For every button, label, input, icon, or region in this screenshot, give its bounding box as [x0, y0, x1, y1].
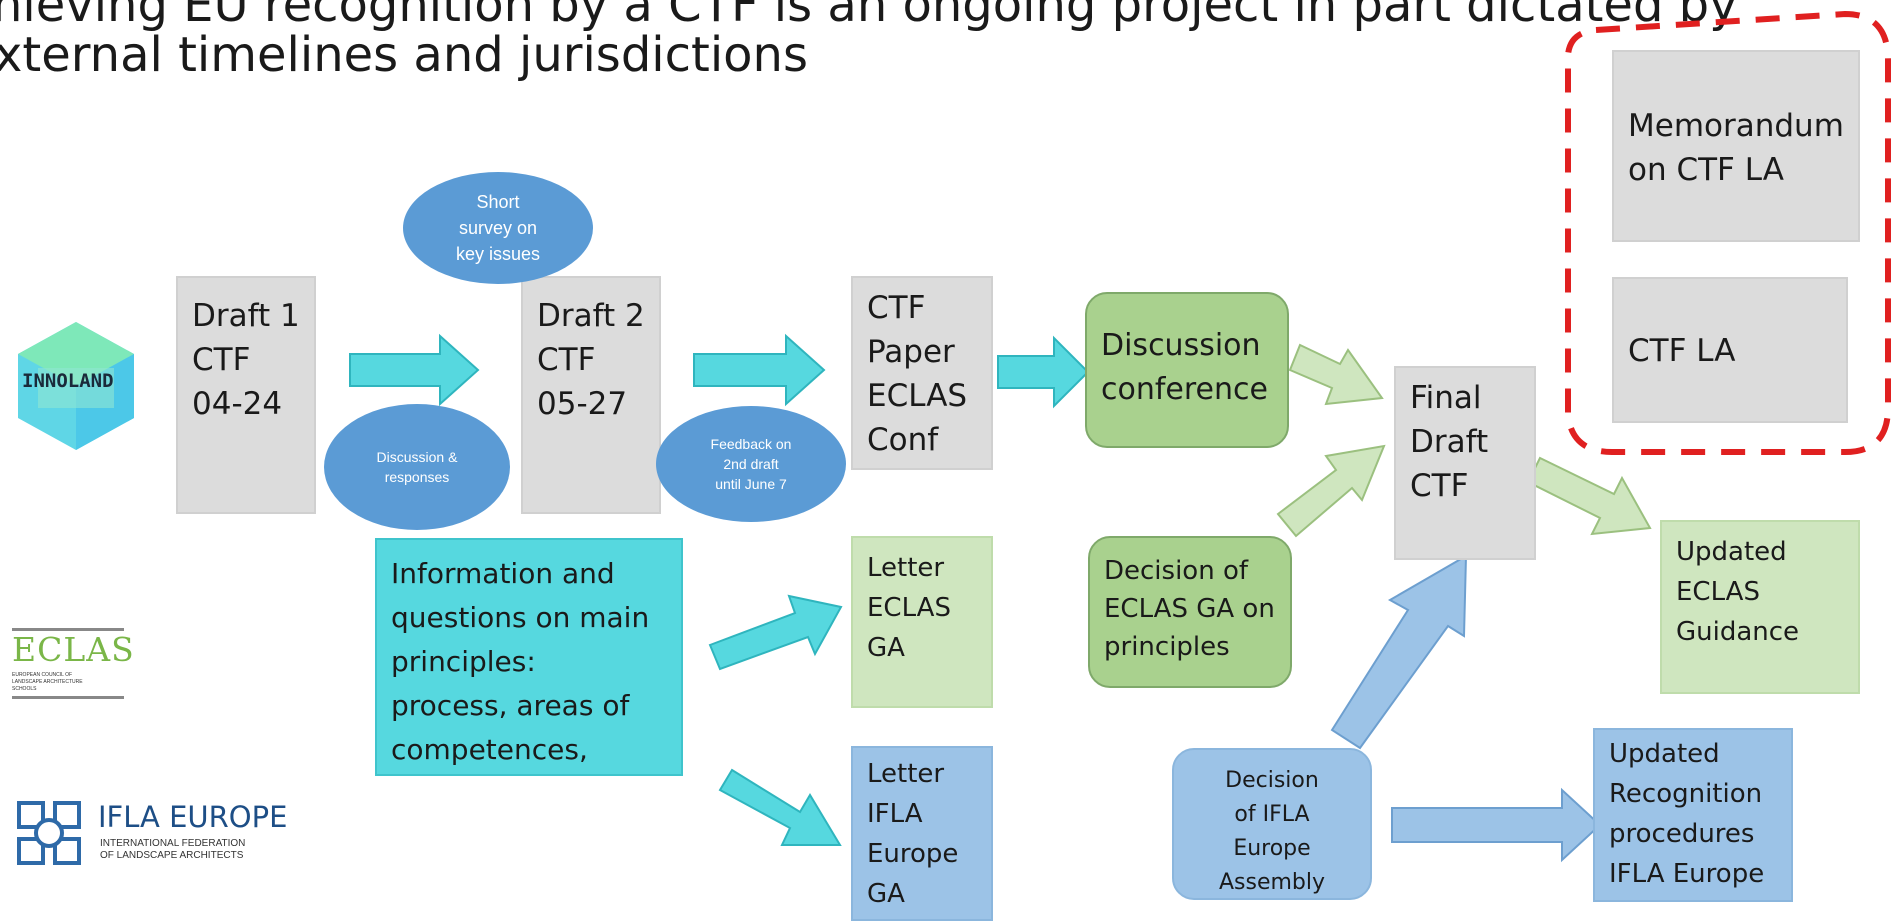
information-questions-label: Information and questions on main princi…: [391, 557, 650, 766]
arrow-final-to-updated-eclas: [1526, 456, 1652, 536]
feedback-label: Feedback on 2nd draft until June 7: [710, 436, 792, 492]
letter-eclas-box: Letter ECLAS GA: [851, 536, 993, 708]
ifla-emblem-icon: [17, 801, 81, 865]
eclas-wordmark: ECLAS: [12, 630, 135, 669]
letter-ifla-box: Letter IFLA Europe GA: [851, 746, 993, 921]
updated-eclas-box: Updated ECLAS Guidance: [1660, 520, 1860, 694]
innoland-logo: INNOLAND: [12, 318, 152, 454]
ifla-wordmark: IFLA EUROPE: [98, 800, 288, 834]
discussion-conference-box: Discussion conference: [1085, 292, 1289, 448]
updated-ifla-label: Updated Recognition procedures IFLA Euro…: [1609, 739, 1765, 889]
feedback-oval: Feedback on 2nd draft until June 7: [656, 406, 846, 522]
title-line-2: xternal timelines and jurisdictions: [0, 27, 808, 83]
letter-ifla-label: Letter IFLA Europe GA: [867, 759, 959, 909]
updated-eclas-label: Updated ECLAS Guidance: [1676, 537, 1800, 647]
discussion-conference-label: Discussion conference: [1101, 328, 1268, 407]
arrow-decision-eclas-to-final: [1276, 444, 1386, 538]
ifla-europe-logo: IFLA EUROPE INTERNATIONAL FEDERATION OF …: [16, 800, 296, 866]
ifla-subtitle: INTERNATIONAL FEDERATION OF LANDSCAPE AR…: [100, 838, 246, 861]
final-draft-label: Final Draft CTF: [1410, 380, 1489, 504]
highlight-dashed-outline: [1565, 10, 1891, 455]
arrow-decision-ifla-to-updated-ifla: [1391, 787, 1602, 863]
ctf-la-box: CTF LA: [1612, 277, 1848, 423]
eclas-subtitle: EUROPEAN COUNCIL OF LANDSCAPE ARCHITECTU…: [12, 672, 83, 692]
discussion-responses-oval: Discussion & responses: [324, 404, 510, 530]
ctf-la-label: CTF LA: [1628, 333, 1736, 369]
draft-2-box: Draft 2 CTF 05-27: [521, 276, 661, 514]
draft-2-label: Draft 2 CTF 05-27: [537, 298, 645, 422]
arrow-info-to-letter-eclas: [708, 594, 843, 671]
draft-1-label: Draft 1 CTF 04-24: [192, 298, 300, 422]
short-survey-oval: Short survey on key issues: [403, 172, 593, 284]
information-questions-box: Information and questions on main princi…: [375, 538, 683, 776]
ctf-paper-label: CTF Paper ECLAS Conf: [867, 290, 968, 458]
letter-eclas-label: Letter ECLAS GA: [867, 553, 951, 663]
decision-ifla-box: Decision of IFLA Europe Assembly: [1172, 748, 1372, 900]
decision-eclas-label: Decision of ECLAS GA on principles: [1104, 556, 1275, 662]
ctf-paper-box: CTF Paper ECLAS Conf: [851, 276, 993, 470]
short-survey-label: Short survey on key issues: [455, 192, 541, 264]
discussion-responses-label: Discussion & responses: [376, 449, 458, 485]
innoland-hexagon-icon: [18, 322, 134, 450]
title-line-1: hieving EU recognition by a CTF is an on…: [0, 0, 1738, 33]
decision-eclas-box: Decision of ECLAS GA on principles: [1088, 536, 1292, 688]
draft-1-box: Draft 1 CTF 04-24: [176, 276, 316, 514]
memorandum-box: Memorandum on CTF LA: [1612, 50, 1860, 242]
eclas-bottom-rule: [12, 696, 124, 699]
arrow-draft2-to-paper: [693, 333, 826, 407]
eclas-logo: ECLAS EUROPEAN COUNCIL OF LANDSCAPE ARCH…: [12, 628, 135, 708]
decision-ifla-label: Decision of IFLA Europe Assembly: [1218, 768, 1326, 895]
memorandum-label: Memorandum on CTF LA: [1628, 108, 1844, 188]
final-draft-box: Final Draft CTF: [1394, 366, 1536, 560]
arrow-info-to-letter-ifla: [718, 768, 842, 846]
updated-ifla-box: Updated Recognition procedures IFLA Euro…: [1593, 728, 1793, 902]
eclas-top-rule: [12, 628, 124, 631]
arrow-decision-ifla-to-final: [1330, 554, 1468, 750]
arrow-paper-to-conference: [997, 335, 1090, 409]
arrow-draft1-to-draft2: [349, 333, 480, 407]
innoland-label: INNOLAND: [22, 370, 114, 392]
arrow-conference-to-final: [1288, 343, 1384, 406]
